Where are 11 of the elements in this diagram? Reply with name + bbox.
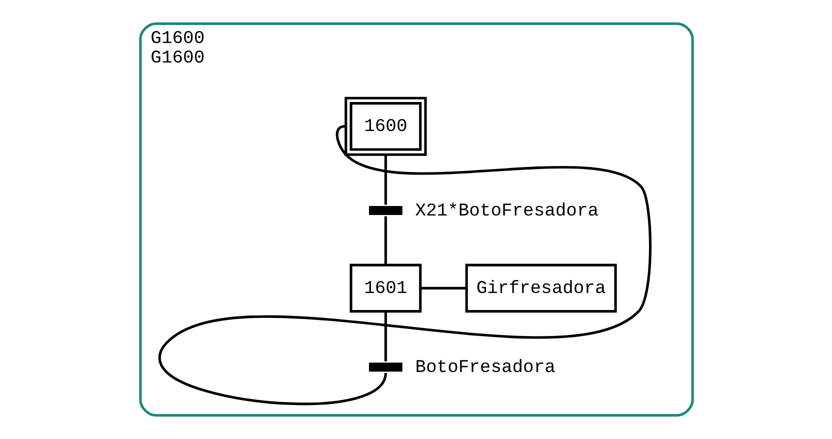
node-box: 1600 xyxy=(344,96,426,156)
node-box: 1601 xyxy=(349,264,422,313)
node-label: X21*BotoFresadora xyxy=(414,201,598,222)
connector xyxy=(384,216,386,265)
connector xyxy=(384,312,386,362)
connector xyxy=(420,286,466,290)
node-bar xyxy=(368,206,402,215)
node-box: Girfresadora xyxy=(464,264,616,313)
node-bar xyxy=(368,362,402,372)
node-label: BotoFresadora xyxy=(414,358,555,378)
connector xyxy=(384,154,386,205)
